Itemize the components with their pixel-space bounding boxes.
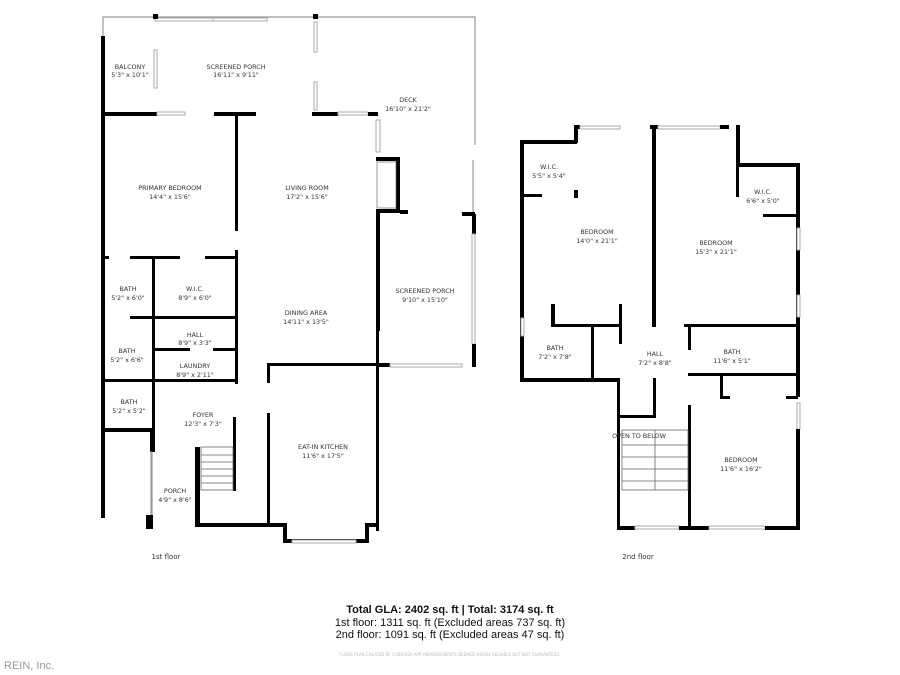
staircase (621, 429, 689, 491)
staircase (200, 446, 234, 491)
floor-label: 1st floor (152, 553, 181, 561)
room-name: W.I.C. (186, 285, 204, 293)
room-name: BEDROOM (580, 228, 613, 236)
room-name: BEDROOM (724, 456, 757, 464)
room-name: HALL (187, 331, 204, 339)
total-area: Total GLA: 2402 sq. ft | Total: 3174 sq.… (346, 604, 554, 616)
room-name: BATH (724, 348, 741, 356)
room-size: 14'4" x 15'6" (149, 193, 191, 201)
room-size: 7'2" x 7'8" (538, 353, 572, 361)
room-name: W.I.C. (754, 188, 772, 196)
first-floor-plan: BALCONY 5'3" x 10'1" SCREENED PORCH 16'1… (101, 14, 476, 561)
room-name: W.I.C. (540, 163, 558, 171)
room-size: 8'9" x 3'3" (178, 339, 212, 347)
room-size: 16'11" x 9'11" (213, 71, 259, 79)
room-size: 8'9" x 6'0" (178, 294, 212, 302)
room-name: BATH (121, 398, 138, 406)
room-size: 11'6" x 17'5" (302, 452, 344, 460)
room-size: 14'0" x 21'1" (576, 237, 618, 245)
area-summary: Total GLA: 2402 sq. ft | Total: 3174 sq.… (0, 604, 900, 642)
room-size: 6'6" x 5'0" (746, 197, 780, 205)
room-size: 8'9" x 2'11" (176, 371, 214, 379)
room-name: DECK (399, 96, 417, 104)
room-name: SCREENED PORCH (206, 63, 265, 71)
room-size: 5'2" x 5'2" (112, 407, 146, 415)
open-to-below-label: OPEN TO BELOW (612, 432, 666, 440)
second-floor-area: 2nd floor: 1091 sq. ft (Excluded areas 4… (335, 629, 565, 641)
room-size: 9'10" x 15'10" (402, 296, 448, 304)
second-floor-plan: W.I.C. 5'5" x 5'4" BEDROOM 14'0" x 21'1"… (520, 125, 801, 561)
room-size: 14'11" x 13'5" (283, 318, 329, 326)
disclaimer: FLOOR PLAN CREATED BY CUBICASA APP. MEAS… (339, 652, 561, 657)
room-size: 17'2" x 15'6" (286, 193, 328, 201)
room-size: 5'5" x 5'4" (532, 172, 566, 180)
room-name: LIVING ROOM (285, 184, 328, 192)
room-size: 5'3" x 10'1" (111, 71, 149, 79)
room-name: BEDROOM (699, 239, 732, 247)
room-size: 11'6" x 5'1" (713, 357, 751, 365)
room-name: BATH (119, 347, 136, 355)
floor-label: 2nd floor (622, 553, 654, 561)
room-name: HALL (647, 350, 664, 358)
room-name: DINING AREA (285, 309, 328, 317)
room-name: BATH (547, 344, 564, 352)
room-size: 4'9" x 8'6" (158, 496, 192, 504)
watermark: REIN, Inc. (4, 660, 55, 672)
room-name: EAT-IN KITCHEN (298, 443, 348, 451)
room-size: 15'3" x 21'1" (695, 248, 737, 256)
room-name: BALCONY (115, 63, 146, 71)
room-size: 5'2" x 6'6" (110, 356, 144, 364)
room-name: PORCH (164, 487, 186, 495)
room-name: FOYER (193, 411, 214, 419)
room-name: PRIMARY BEDROOM (138, 184, 201, 192)
room-name: SCREENED PORCH (395, 287, 454, 295)
room-size: 11'6" x 16'2" (720, 465, 762, 473)
room-name: LAUNDRY (180, 362, 210, 370)
room-size: 12'3" x 7'3" (184, 420, 222, 428)
room-size: 16'10" x 21'2" (385, 105, 431, 113)
room-size: 5'2" x 6'0" (111, 294, 145, 302)
room-name: BATH (120, 285, 137, 293)
first-floor-area: 1st floor: 1311 sq. ft (Excluded areas 7… (334, 616, 566, 629)
room-size: 7'2" x 8'8" (638, 359, 672, 367)
